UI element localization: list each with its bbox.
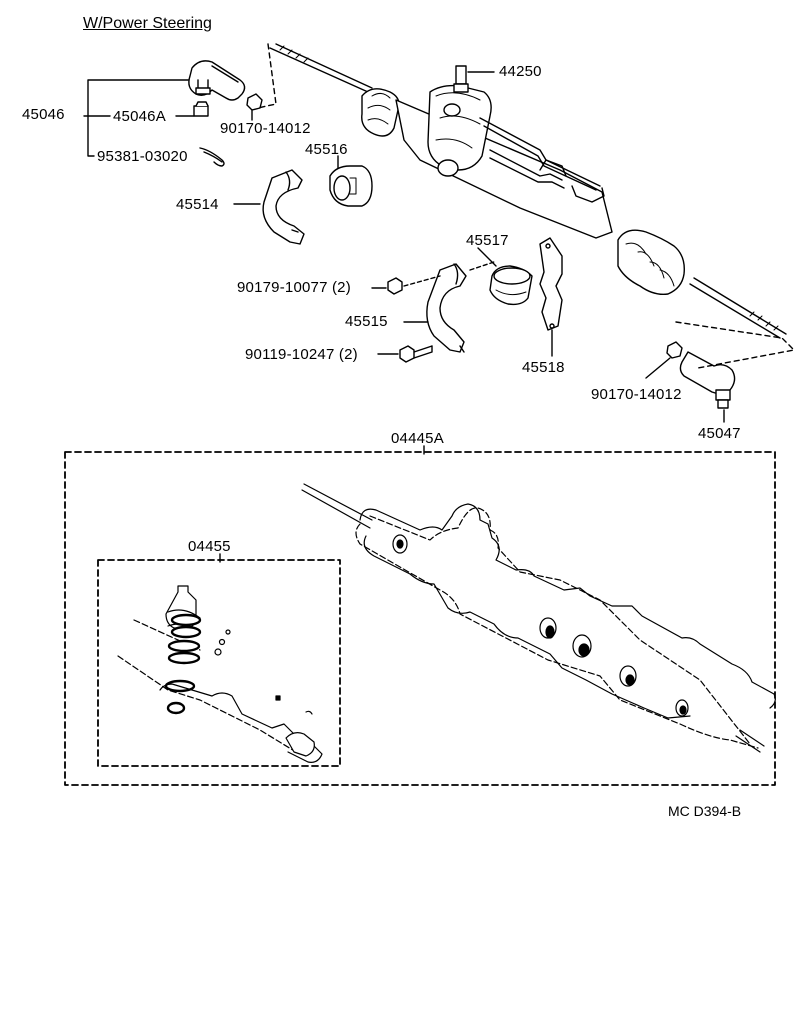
leader-45046 xyxy=(84,80,188,156)
label-45518: 45518 xyxy=(522,359,565,376)
dashed-bracket-right xyxy=(676,322,794,368)
tie-rod-end-left xyxy=(189,61,245,100)
label-45514: 45514 xyxy=(176,196,219,213)
tie-rod-end-right xyxy=(680,352,734,408)
steering-rack-assembly xyxy=(270,44,786,338)
page-title: W/Power Steering xyxy=(83,15,212,32)
label-90170-14012-left: 90170-14012 xyxy=(220,120,311,137)
nut-90179-10077 xyxy=(388,278,402,294)
bushing-45517 xyxy=(490,266,532,304)
label-45517: 45517 xyxy=(466,232,509,249)
label-95381-03020: 95381-03020 xyxy=(97,148,188,165)
label-45046: 45046 xyxy=(22,106,65,123)
label-90119-10247: 90119-10247 (2) xyxy=(245,346,358,363)
rack-outline-04445a xyxy=(302,484,775,752)
diagram-code: MC D394-B xyxy=(668,803,742,819)
cotter-pin-95381 xyxy=(200,148,224,166)
label-04445a: 04445A xyxy=(391,430,444,447)
label-45516: 45516 xyxy=(305,141,348,158)
nut-90170-right xyxy=(667,342,682,358)
label-45047: 45047 xyxy=(698,425,741,442)
leader-bolt-90179-dashed xyxy=(404,262,494,286)
seal-kit-04455 xyxy=(118,586,322,762)
label-44250: 44250 xyxy=(499,63,542,80)
bracket-45515 xyxy=(427,264,466,352)
label-45515: 45515 xyxy=(345,313,388,330)
plate-45518 xyxy=(540,238,562,330)
dashed-bracket-left xyxy=(258,44,276,108)
grommet-45516 xyxy=(330,166,372,206)
label-04455: 04455 xyxy=(188,538,231,555)
bracket-45514 xyxy=(263,170,304,244)
bolt-90119-10247 xyxy=(400,346,432,362)
label-90170-14012-right: 90170-14012 xyxy=(591,386,682,403)
box-04455 xyxy=(98,554,340,766)
leader-90170-right xyxy=(646,358,670,378)
label-90179-10077: 90179-10077 (2) xyxy=(237,279,351,296)
leader-45517 xyxy=(478,248,496,266)
castle-nut-45046a xyxy=(194,102,208,116)
label-45046a: 45046A xyxy=(113,108,166,125)
box-04445a xyxy=(65,446,775,785)
